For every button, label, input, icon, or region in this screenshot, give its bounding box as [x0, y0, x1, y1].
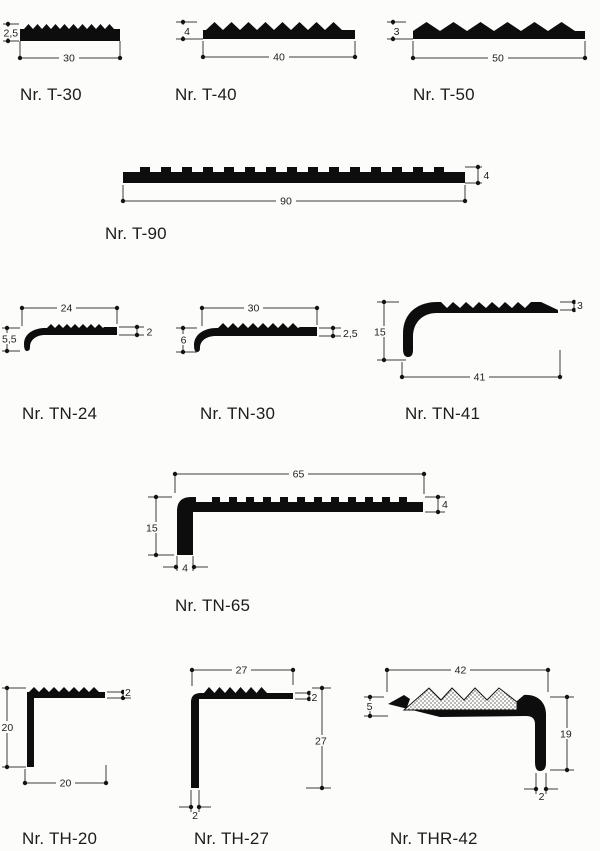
- dim-top-width: 24: [19, 302, 120, 326]
- dim-width-value: 41: [474, 372, 486, 384]
- figure-thr42-drawing: 42 5 19 2: [364, 664, 576, 803]
- dim-thickness-value: 4: [442, 499, 448, 511]
- figure-label-t40: Nr. T-40: [175, 85, 237, 104]
- dim-nose-height: 5: [364, 694, 388, 719]
- dim-leg-thickness: 2: [524, 773, 558, 803]
- profile-cross-section-th27: [191, 687, 293, 788]
- dim-height-value: 6: [181, 335, 187, 347]
- dim-top-width-value: 27: [236, 665, 248, 677]
- dim-width: 30: [17, 41, 123, 65]
- dim-thickness-value: 2,5: [343, 328, 358, 340]
- dim-height: 15: [373, 299, 406, 363]
- profile-cross-section-tn30: [194, 323, 317, 352]
- dim-top-width: 27: [189, 664, 296, 686]
- figure-label-tn65: Nr. TN-65: [175, 596, 251, 615]
- figure-label-tn24: Nr. TN-24: [22, 404, 98, 423]
- figure-label-tn30: Nr. TN-30: [200, 404, 276, 423]
- figure-label-thr42: Nr. THR-42: [390, 829, 478, 848]
- dim-height-value: 15: [146, 523, 158, 535]
- dim-height-value: 5,5: [2, 334, 17, 346]
- figure-th20-drawing: 20 2 20: [1, 685, 132, 790]
- profile-cross-section-thr42: [388, 694, 546, 771]
- figure-tn24-drawing: 24 5,5 2: [1, 302, 153, 354]
- dim-width: 20: [22, 765, 109, 790]
- dim-leg-thickness-value: 2: [192, 810, 198, 822]
- dim-top-width: 30: [199, 302, 320, 326]
- dim-right-height-value: 27: [315, 736, 327, 748]
- dim-thickness: 2: [295, 690, 319, 704]
- dim-height: 15: [145, 494, 174, 558]
- figure-label-tn41: Nr. TN-41: [405, 404, 481, 423]
- dim-height: 5,5: [1, 325, 20, 354]
- profile-cross-section-tn65: [177, 497, 423, 555]
- dim-width-value: 40: [273, 52, 285, 64]
- dim-width-value: 50: [492, 53, 504, 65]
- dim-nose-height-value: 5: [367, 701, 373, 713]
- dim-height: 2,5: [3, 21, 19, 44]
- figure-label-th27: Nr. TH-27: [194, 829, 270, 848]
- dim-height-value: 20: [2, 722, 14, 734]
- profile-cross-section-tn41: [403, 302, 558, 357]
- dim-width-value: 90: [280, 196, 292, 208]
- dim-thickness: 2: [107, 687, 132, 701]
- profile-cross-section-th20: [27, 687, 105, 767]
- figure-t50-drawing: 3 50: [387, 19, 588, 65]
- figure-th27-drawing: 27 2 27 2: [179, 664, 331, 822]
- dim-thickness-value: 2: [125, 687, 131, 699]
- dim-height-value: 4: [184, 26, 190, 38]
- dim-top-width: 42: [384, 664, 551, 692]
- dim-height: 6: [176, 325, 197, 355]
- dim-top-width-value: 65: [293, 469, 305, 481]
- dim-top-width-value: 24: [61, 303, 73, 315]
- profile-cross-section-t30: [20, 24, 120, 41]
- profile-cross-section-t90: [123, 167, 465, 183]
- figure-tn65-drawing: 65 15 4 4: [145, 468, 450, 575]
- dim-top-width: 65: [172, 468, 427, 494]
- figure-label-t50: Nr. T-50: [413, 85, 475, 104]
- dim-height-value: 3: [394, 26, 400, 38]
- dim-leg-thickness: 2: [179, 790, 211, 822]
- dim-leg-thickness-value: 2: [539, 791, 545, 803]
- dim-width: 90: [120, 185, 468, 208]
- dim-width: 50: [410, 41, 588, 65]
- dim-right-height: 19: [550, 694, 576, 773]
- dim-leg-thickness-value: 4: [182, 563, 188, 575]
- anti-slip-insert: [402, 687, 518, 711]
- figure-tn41-drawing: 15 3 41: [373, 299, 585, 384]
- dim-height: 4: [176, 19, 203, 42]
- dim-right-height-value: 19: [560, 729, 572, 741]
- dim-right-height: 27: [306, 685, 331, 791]
- dim-width-value: 30: [63, 53, 75, 65]
- dim-width: 40: [200, 41, 358, 64]
- dim-thickness-value: 2: [312, 692, 318, 704]
- profile-cross-section-tn24: [24, 324, 117, 351]
- dim-height-value: 2,5: [4, 28, 19, 40]
- dim-height: 4: [465, 164, 490, 186]
- dim-thickness-value: 3: [577, 300, 583, 312]
- dim-thickness: 2: [119, 324, 153, 339]
- dim-thickness: 2,5: [319, 325, 358, 340]
- profile-cross-section-t50: [413, 22, 585, 39]
- dim-top-width-value: 30: [248, 303, 260, 315]
- figure-t90-drawing: 4 90: [120, 164, 490, 208]
- dim-thickness-value: 2: [147, 327, 153, 339]
- figure-label-t90: Nr. T-90: [105, 224, 167, 243]
- dim-thickness: 4: [425, 494, 450, 515]
- dim-width-value: 20: [60, 778, 72, 790]
- figure-label-t30: Nr. T-30: [20, 85, 82, 104]
- dim-height-value: 4: [484, 170, 490, 182]
- dim-width: 41: [399, 350, 563, 384]
- dim-top-width-value: 42: [455, 665, 467, 677]
- figure-tn30-drawing: 30 6 2,5: [176, 302, 358, 355]
- profile-cross-section-t40: [203, 22, 355, 39]
- figure-t30-drawing: 2,5 30: [3, 21, 123, 65]
- dim-thickness: 3: [560, 299, 585, 313]
- dim-height: 3: [387, 19, 413, 42]
- dim-height: 20: [1, 685, 26, 770]
- dim-leg-thickness: 4: [163, 556, 208, 575]
- figure-t40-drawing: 4 40: [176, 19, 358, 64]
- figure-label-th20: Nr. TH-20: [22, 829, 98, 848]
- dim-height-value: 15: [374, 327, 386, 339]
